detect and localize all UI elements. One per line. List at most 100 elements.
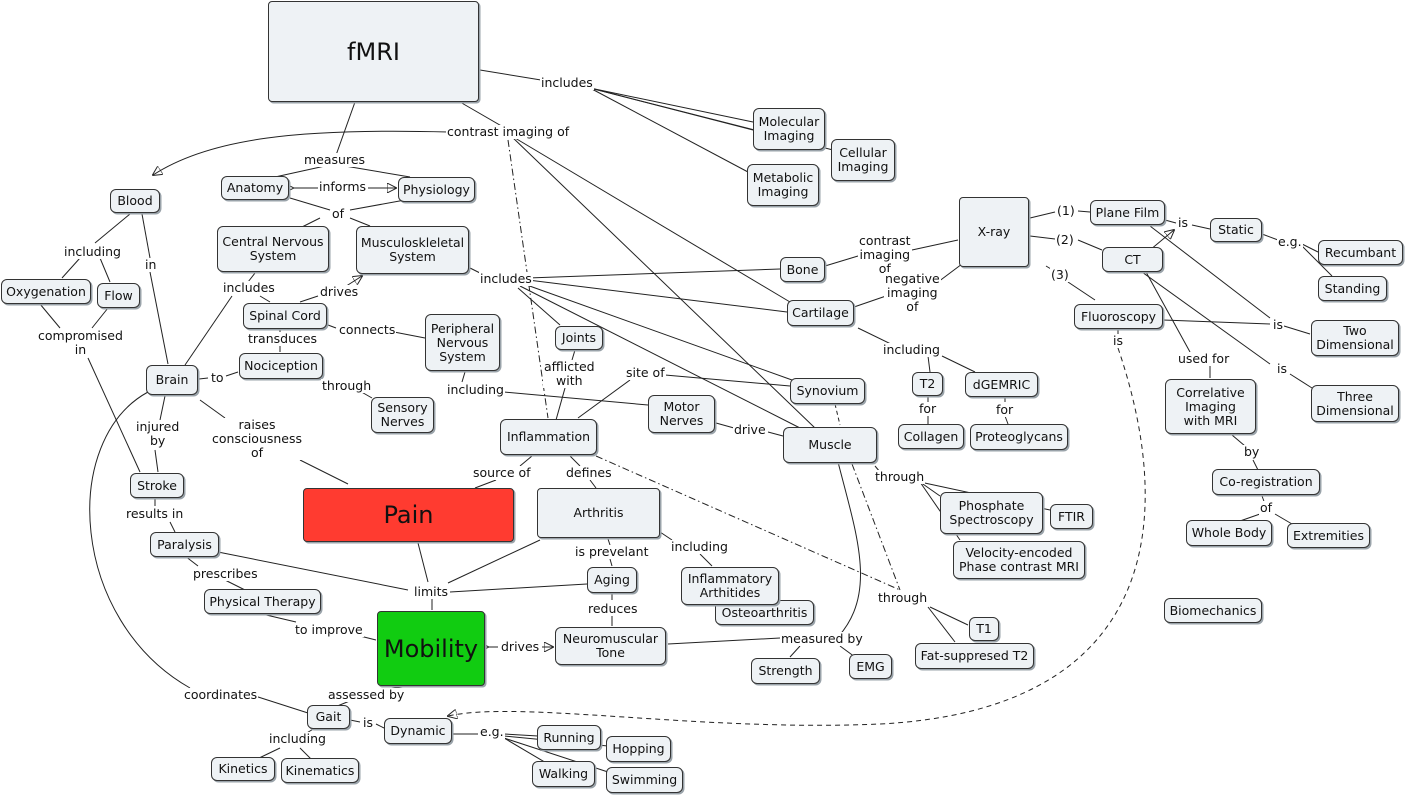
node-oxygenation[interactable]: Oxygenation	[1, 279, 91, 304]
node-joints[interactable]: Joints	[555, 326, 603, 350]
node-strength[interactable]: Strength	[751, 658, 820, 684]
node-velocity-mri[interactable]: Velocity-encoded Phase contrast MRI	[953, 541, 1085, 579]
node-ct-label: CT	[1124, 251, 1141, 267]
node-recumbant[interactable]: Recumbant	[1318, 240, 1403, 265]
node-three-dimensional[interactable]: Three Dimensional	[1311, 385, 1399, 422]
node-hopping-label: Hopping	[612, 741, 665, 756]
node-whole-body[interactable]: Whole Body	[1186, 520, 1272, 546]
node-fmri[interactable]: fMRI	[268, 1, 479, 102]
node-stroke-label: Stroke	[137, 477, 177, 493]
link-label-compromised-in: compromised in	[37, 328, 124, 357]
node-proteoglycans[interactable]: Proteoglycans	[970, 424, 1068, 450]
node-motor-nerves-label: Motor Nerves	[659, 399, 704, 428]
node-standing-label: Standing	[1324, 280, 1381, 296]
node-fluoroscopy[interactable]: Fluoroscopy	[1074, 304, 1163, 329]
node-hopping[interactable]: Hopping	[606, 736, 671, 762]
node-brain[interactable]: Brain	[146, 365, 198, 395]
node-mobility[interactable]: Mobility	[377, 611, 485, 686]
node-arthritis-label: Arthritis	[573, 505, 624, 520]
node-two-dimensional-label: Two Dimensional	[1316, 323, 1394, 352]
node-neuromuscular-tone-label: Neuromuscular Tone	[562, 631, 659, 660]
node-cartilage[interactable]: Cartilage	[787, 300, 854, 326]
link-label-eg-static: e.g.	[1277, 234, 1303, 249]
node-flow[interactable]: Flow	[97, 283, 140, 308]
node-phosphate-spectroscopy[interactable]: Phosphate Spectroscopy	[940, 492, 1043, 534]
node-neuromuscular-tone[interactable]: Neuromuscular Tone	[555, 627, 666, 665]
node-ct[interactable]: CT	[1102, 247, 1163, 272]
node-molecular-imaging[interactable]: Molecular Imaging	[753, 108, 825, 150]
node-stroke[interactable]: Stroke	[130, 473, 184, 498]
node-muscle[interactable]: Muscle	[783, 427, 877, 463]
node-dgemric[interactable]: dGEMRIC	[965, 372, 1038, 397]
link-label-source-of: source of	[472, 465, 532, 480]
node-msk[interactable]: Musculoskleletal System	[356, 226, 469, 274]
node-molecular-imaging-label: Molecular Imaging	[758, 114, 820, 143]
link-label-contrast-imaging-of-xray: contrast imaging of	[858, 233, 912, 276]
node-pns[interactable]: Peripheral Nervous System	[425, 314, 500, 371]
node-metabolic-imaging-label: Metabolic Imaging	[752, 170, 814, 199]
node-blood[interactable]: Blood	[110, 189, 160, 213]
node-nociception[interactable]: Nociception	[239, 353, 323, 379]
node-inflammatory-arthritides[interactable]: Inflammatory Arthitides	[681, 567, 779, 605]
link-label-eg-dynamic: e.g.	[479, 724, 505, 739]
node-inflammation[interactable]: Inflammation	[500, 419, 597, 455]
link-label-reduces: reduces	[587, 601, 639, 616]
link-label-including-pns: including	[446, 382, 505, 397]
node-oxygenation-label: Oxygenation	[6, 283, 86, 299]
node-arthritis[interactable]: Arthritis	[537, 488, 660, 538]
node-walking-label: Walking	[538, 766, 589, 781]
node-t1[interactable]: T1	[969, 617, 999, 641]
link-label-is-three: is	[1276, 361, 1288, 376]
node-kinetics[interactable]: Kinetics	[211, 757, 275, 781]
node-biomechanics[interactable]: Biomechanics	[1164, 598, 1262, 623]
node-static[interactable]: Static	[1210, 218, 1262, 242]
node-synovium[interactable]: Synovium	[790, 378, 865, 404]
link-label-prescribes: prescribes	[192, 566, 259, 581]
node-cellular-imaging[interactable]: Cellular Imaging	[831, 139, 895, 181]
node-metabolic-imaging[interactable]: Metabolic Imaging	[747, 164, 819, 206]
node-t2[interactable]: T2	[912, 372, 943, 396]
node-fat-suppressed-t2[interactable]: Fat-suppresed T2	[915, 643, 1034, 669]
link-label-is-pf: is	[1177, 215, 1189, 230]
node-physiology[interactable]: Physiology	[398, 177, 475, 202]
node-standing[interactable]: Standing	[1318, 276, 1387, 301]
node-spinal-cord[interactable]: Spinal Cord	[243, 303, 327, 329]
node-pain[interactable]: Pain	[303, 488, 514, 542]
node-pns-label: Peripheral Nervous System	[430, 320, 495, 364]
node-xray[interactable]: X-ray	[959, 197, 1029, 267]
node-emg[interactable]: EMG	[849, 654, 892, 679]
node-motor-nerves[interactable]: Motor Nerves	[648, 395, 715, 433]
link-label-negative-imaging-of: negative imaging of	[884, 271, 941, 314]
node-ftir[interactable]: FTIR	[1050, 504, 1093, 529]
node-walking[interactable]: Walking	[532, 761, 595, 787]
node-inflammatory-arthritides-label: Inflammatory Arthitides	[687, 571, 773, 600]
node-swimming[interactable]: Swimming	[606, 767, 683, 793]
node-inflammation-label: Inflammation	[506, 429, 591, 444]
node-extremities[interactable]: Extremities	[1287, 523, 1370, 548]
link-label-includes-msk: includes	[479, 271, 533, 286]
node-gait[interactable]: Gait	[307, 705, 350, 729]
node-kinematics[interactable]: Kinematics	[281, 758, 359, 783]
node-physical-therapy[interactable]: Physical Therapy	[204, 589, 321, 614]
node-coregistration[interactable]: Co-registration	[1212, 469, 1320, 495]
node-spinal-cord-label: Spinal Cord	[249, 308, 321, 323]
node-paralysis[interactable]: Paralysis	[150, 532, 219, 557]
node-fat-suppressed-t2-label: Fat-suppresed T2	[920, 648, 1029, 663]
node-dynamic[interactable]: Dynamic	[384, 718, 452, 744]
link-label-contrast-imaging-of: contrast imaging of	[446, 124, 571, 139]
node-correlative-imaging[interactable]: Correlative Imaging with MRI	[1165, 379, 1256, 434]
node-paralysis-label: Paralysis	[157, 536, 212, 552]
node-two-dimensional[interactable]: Two Dimensional	[1311, 320, 1399, 356]
node-bone[interactable]: Bone	[780, 257, 825, 282]
node-plane-film[interactable]: Plane Film	[1090, 200, 1165, 225]
node-sensory-nerves[interactable]: Sensory Nerves	[371, 397, 434, 433]
node-collagen[interactable]: Collagen	[898, 424, 964, 449]
node-t1-label: T1	[976, 621, 992, 636]
link-label-1: (1)	[1056, 203, 1076, 218]
node-sensory-nerves-label: Sensory Nerves	[377, 400, 428, 429]
node-cns[interactable]: Central Nervous System	[217, 226, 329, 272]
node-running[interactable]: Running	[537, 725, 601, 750]
node-aging[interactable]: Aging	[587, 567, 637, 593]
link-label-includes-cns: includes	[222, 280, 276, 295]
node-anatomy[interactable]: Anatomy	[221, 176, 289, 200]
